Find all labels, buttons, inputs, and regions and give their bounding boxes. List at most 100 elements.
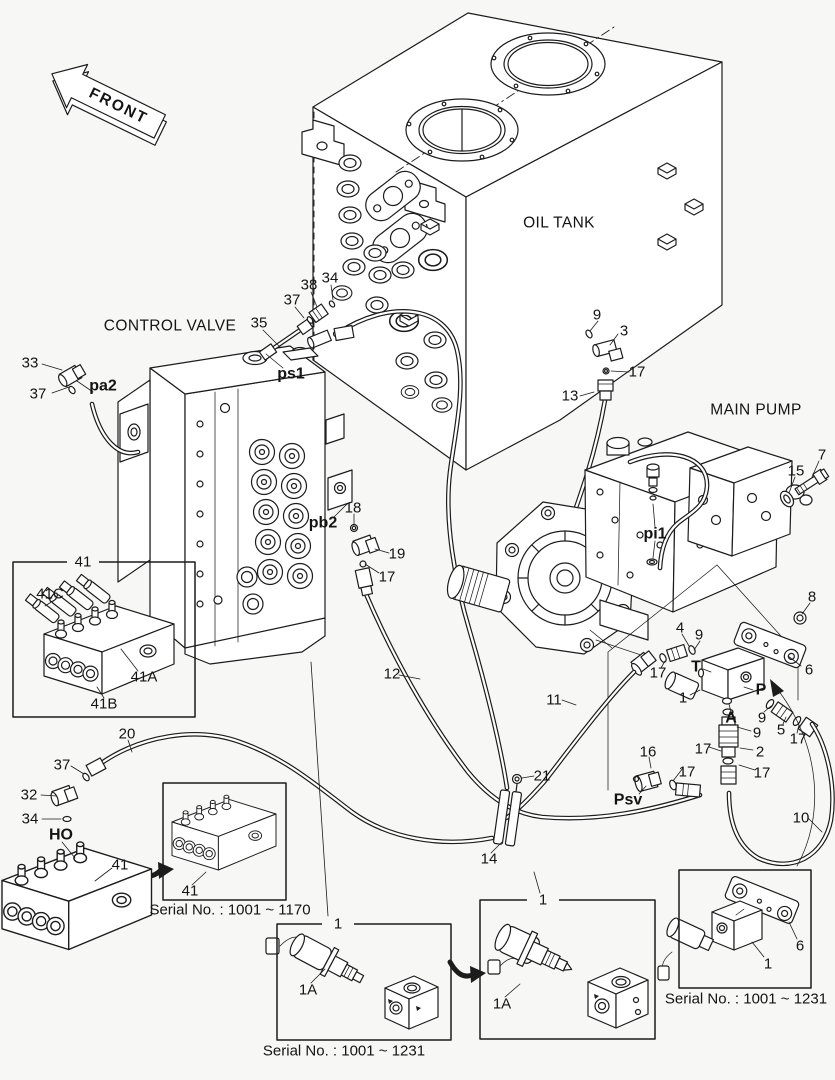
callout-17: 17: [650, 665, 667, 682]
leader-line: [579, 391, 595, 397]
leader-line: [310, 291, 318, 308]
leader-line: [504, 983, 521, 998]
bolt-8: [793, 611, 807, 625]
check-valve-2: [718, 716, 739, 758]
callout-41: 41: [182, 883, 199, 900]
manhole-front: [405, 98, 519, 162]
callout-1a: 1A: [493, 996, 511, 1013]
leader-line: [788, 476, 796, 494]
leader-line: [310, 968, 326, 984]
leader-line: [652, 503, 656, 528]
leader-line: [127, 739, 133, 753]
washer-15: [779, 490, 795, 508]
solenoid-inset-1-art: [265, 933, 439, 1030]
leader-line: [811, 460, 820, 478]
leader-line: [751, 941, 765, 958]
inset-serial-1170: [162, 782, 287, 901]
inset-solenoid-1: [276, 923, 452, 1041]
callout-37: 37: [54, 757, 71, 774]
oil-tank-title: OIL TANK: [523, 215, 595, 232]
leader-line: [310, 661, 329, 917]
leader-line: [70, 765, 85, 775]
hose-ps1: [335, 309, 510, 791]
callout-9: 9: [753, 725, 761, 742]
main-pump-drawing: [446, 431, 830, 659]
leader-line: [728, 703, 732, 713]
callout-35: 35: [251, 315, 268, 332]
leader-line: [708, 746, 722, 752]
leader-line: [648, 756, 652, 769]
leader-line: [689, 689, 701, 696]
serial-caption: Serial No. : 1001 ~ 1231: [263, 1043, 425, 1060]
leader-line: [782, 716, 787, 725]
callout-psv: Psv: [614, 792, 643, 809]
callout-a: A: [725, 710, 737, 727]
callout-9: 9: [593, 307, 601, 324]
leader-line: [333, 504, 347, 518]
callout-41b: 41B: [91, 696, 118, 713]
callout-1: 1: [764, 956, 772, 973]
callout-17: 17: [695, 741, 712, 758]
leader-line: [807, 817, 823, 833]
callout-16: 16: [640, 744, 657, 761]
leader-line: [398, 674, 421, 680]
oil-tank-drawing: [301, 12, 723, 471]
callout-4: 4: [676, 620, 684, 637]
leader-line: [743, 686, 754, 691]
leader-line: [41, 363, 63, 371]
bolt-7: [794, 468, 830, 496]
pa2-fitting-group: [57, 364, 141, 456]
callout-6: 6: [796, 938, 804, 955]
leader-line: [262, 329, 281, 348]
leader-line: [652, 540, 656, 559]
callout-3: 3: [620, 323, 628, 340]
callout-37: 37: [284, 292, 301, 309]
leader-line: [702, 668, 712, 673]
callout-17: 17: [679, 764, 696, 781]
leader-line: [521, 775, 535, 779]
main-pump-title: MAIN PUMP: [710, 402, 801, 419]
leader-line: [490, 841, 503, 854]
callout-ho: HO: [49, 827, 73, 844]
callout-13: 13: [562, 388, 579, 405]
callout-34: 34: [22, 811, 39, 828]
nipple-4: [665, 643, 689, 663]
leader-line: [94, 867, 113, 882]
serial-caption: Serial No. : 1001 ~ 1170: [149, 902, 310, 919]
valve-spool-caps: [236, 438, 314, 615]
callout-ps1: ps1: [277, 366, 305, 383]
leader-line: [40, 794, 58, 797]
leader-line: [589, 320, 599, 332]
valve-manifold: [171, 794, 277, 871]
psv-fitting-group: [632, 770, 702, 798]
leader-line: [609, 333, 619, 346]
callout-12: 12: [384, 666, 401, 683]
leader-line: [294, 306, 305, 319]
nipple-5: [770, 701, 794, 723]
manhole-rear: [490, 32, 606, 96]
pb2-fitting-group: [349, 523, 381, 597]
inset-bracket: [678, 869, 812, 989]
callout-1: 1: [539, 892, 547, 909]
callout-41c: 41C: [36, 586, 64, 603]
inset-boxes: [12, 554, 812, 1041]
hose-35-group: [258, 300, 355, 361]
callout-18: 18: [345, 500, 362, 517]
callout-1: 1: [679, 690, 687, 707]
inset-solenoid-2: [479, 899, 656, 1040]
callout-41: 41: [75, 554, 92, 571]
pump-shaft: [446, 564, 511, 613]
callout-20: 20: [119, 726, 136, 743]
leader-line: [739, 747, 754, 751]
pi1-fitting: [646, 463, 660, 566]
leader-line: [801, 602, 811, 615]
pilot-valve-assembly: [630, 611, 819, 785]
callout-6: 6: [805, 662, 813, 679]
hose-clamp-14: [493, 773, 523, 847]
leader-line: [191, 871, 207, 886]
callout-7: 7: [818, 447, 826, 464]
leader-line: [736, 726, 752, 732]
callout-pi1: pi1: [643, 526, 666, 543]
leader-line: [364, 563, 380, 574]
